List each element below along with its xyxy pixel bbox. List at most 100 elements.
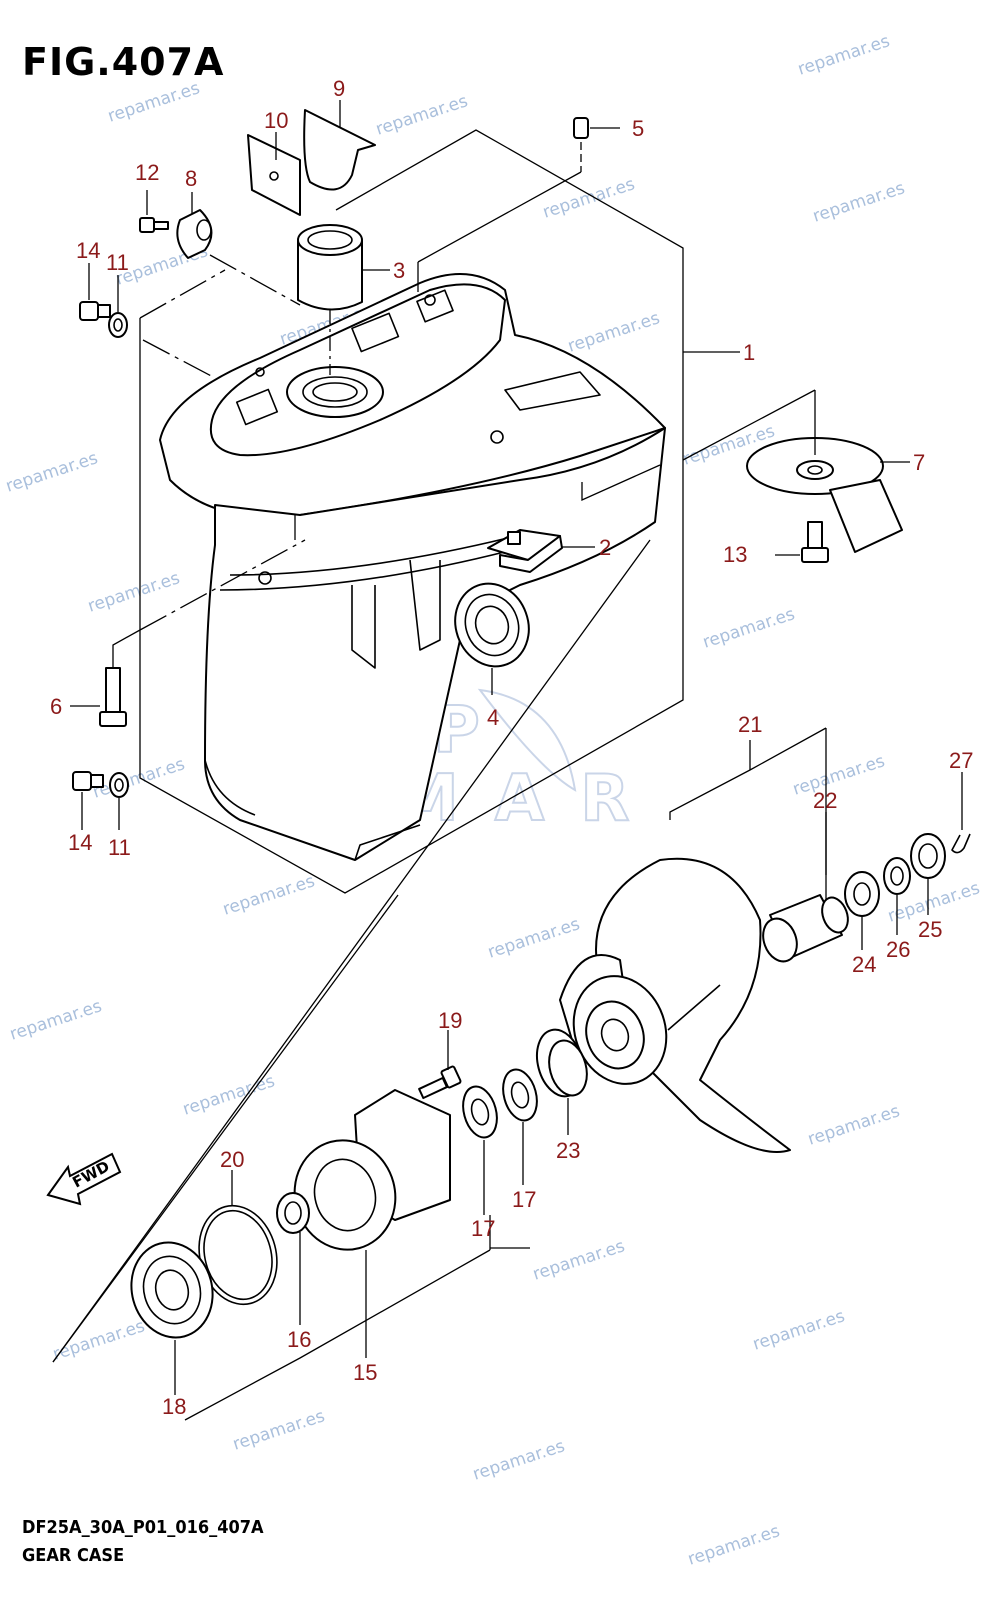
bolt-head [440, 1065, 462, 1089]
watermark: repamar.es [700, 604, 797, 653]
bushing-top [297, 224, 363, 256]
trim-tab-boss [796, 460, 834, 480]
part-24-washer [844, 871, 880, 950]
callout-13: 13 [723, 542, 747, 567]
assembly-outline [52, 894, 399, 1363]
watermark: repamar.es [105, 78, 202, 127]
cover-9 [303, 109, 376, 191]
plug-thread [90, 774, 104, 788]
callout-26: 26 [886, 937, 910, 962]
watermark: repamar.es [805, 1101, 902, 1150]
part-16-needle-bearing [276, 1192, 310, 1325]
part-17-seal-a [502, 1068, 538, 1185]
callout-9: 9 [333, 76, 345, 101]
part-26-washer [883, 857, 911, 935]
part-8-grommet [176, 192, 301, 306]
driveshaft-bore [286, 366, 384, 418]
frame-dashed [142, 339, 216, 379]
watermark: repamar.es [485, 914, 582, 963]
part-19-bolt [418, 1030, 462, 1100]
bearing-inner [474, 605, 510, 645]
prop-blade-edge [667, 984, 721, 1031]
figure-code: DF25A_30A_P01_016_407A [22, 1517, 264, 1538]
deck-hole [255, 367, 265, 377]
callout-22: 22 [813, 788, 837, 813]
bolt-head [801, 547, 829, 563]
thrust-washer-face [548, 1039, 588, 1097]
watermark: repamar.es [373, 91, 470, 140]
plug-head [79, 301, 99, 321]
plug-thread [97, 304, 111, 318]
part-4-bearing [454, 582, 530, 695]
part-27-cotter-pin [951, 772, 971, 854]
callout-15: 15 [353, 1360, 377, 1385]
washer-24-hole [853, 882, 871, 906]
part-14-plug-upper [79, 263, 111, 321]
bearing-race [142, 1255, 202, 1325]
anticav-plate-edge [229, 534, 521, 576]
needle-bearing [276, 1192, 310, 1234]
gear-case-housing [139, 129, 684, 894]
callout-19: 19 [438, 1008, 462, 1033]
screw-head [139, 217, 155, 233]
callout-10: 10 [264, 108, 288, 133]
seal [462, 1085, 498, 1139]
plate-10 [247, 134, 301, 216]
fwd-arrow-shape [46, 1152, 122, 1206]
deck-pocket [351, 312, 400, 353]
part-11-washer-upper [108, 275, 128, 338]
bearing-inner [154, 1269, 190, 1311]
bearing-race [464, 593, 520, 657]
watermark: repamar.es [795, 31, 892, 80]
nut-25-hole [918, 843, 938, 869]
washer [108, 312, 128, 338]
watermark: repamar.es [685, 1521, 782, 1570]
callout-17-left: 17 [471, 1216, 495, 1241]
watermark: repamar.es [790, 751, 887, 800]
washer-26-hole [890, 866, 904, 886]
figure-name: GEAR CASE [22, 1545, 125, 1566]
prop-blade [595, 857, 791, 1153]
plug-head [72, 771, 92, 791]
watermark: repamar.es [90, 754, 187, 803]
washer-24 [844, 871, 880, 917]
prop-bore [600, 1018, 630, 1052]
deck-hole [424, 294, 436, 306]
part-2-anode [487, 529, 595, 573]
part-18-bearing [130, 1241, 214, 1395]
callout-11-upper: 11 [106, 250, 129, 275]
watermark: repamar.es [50, 1316, 147, 1365]
watermark: repamar.es [470, 1436, 567, 1485]
watermark: repamar.es [540, 174, 637, 223]
needle-bearing-hole [284, 1201, 302, 1225]
bracket-lower [184, 1249, 491, 1421]
bolt-shank [418, 1076, 448, 1100]
part-3-bushing [297, 224, 390, 375]
part-12-screw [139, 190, 169, 233]
watermark: repamar.es [750, 1306, 847, 1355]
body-hole [258, 571, 272, 585]
spacer-end [821, 896, 849, 934]
callout-17-right: 17 [512, 1187, 536, 1212]
bolt-axis [112, 629, 141, 668]
bolt-shank [105, 667, 121, 714]
seal-hole [510, 1081, 530, 1109]
pin-leader [417, 171, 582, 263]
callout-5: 5 [632, 116, 644, 141]
water-inlet [409, 559, 441, 651]
seal-hole [470, 1098, 490, 1126]
grommet-hole [196, 219, 212, 241]
part-6-bolt [70, 539, 306, 727]
prop-hub-face [585, 1000, 645, 1070]
fwd-arrow: FWD [46, 1152, 122, 1206]
deck-hole [490, 430, 504, 444]
assembly-outline [52, 539, 651, 1363]
grommet-8 [176, 209, 213, 259]
logo-sail [477, 688, 577, 792]
callout-8: 8 [185, 166, 197, 191]
nut-25 [910, 833, 946, 879]
water-inlet [351, 585, 376, 669]
deck-pocket [235, 388, 279, 426]
